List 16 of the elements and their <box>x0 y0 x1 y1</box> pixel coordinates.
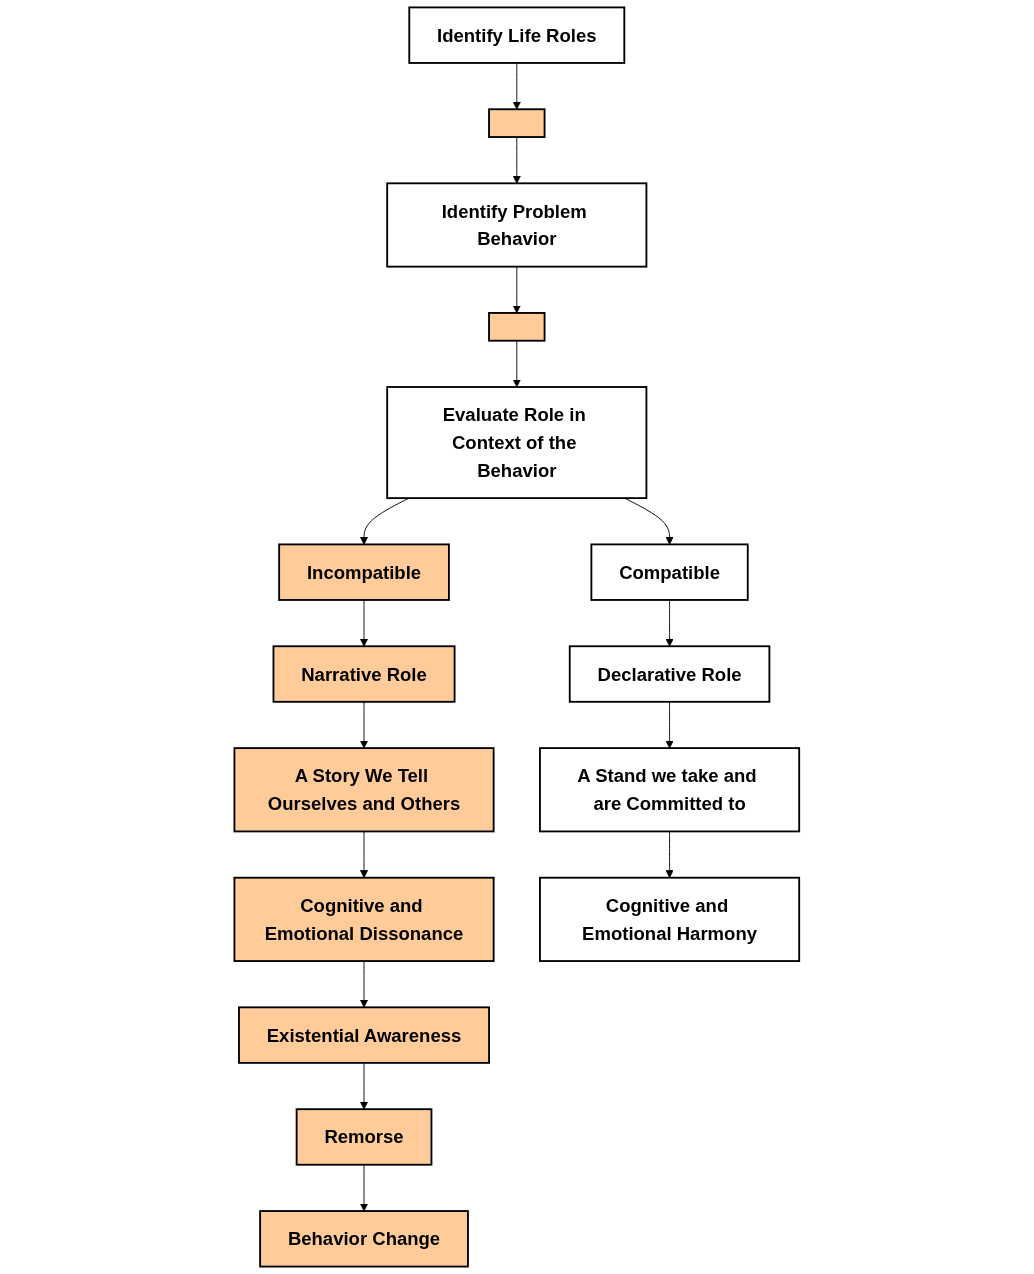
node-box: Incompatible <box>278 543 451 601</box>
node-box: Cognitive and Emotional Dissonance <box>233 876 495 962</box>
node-box <box>488 312 546 342</box>
node-box: Declarative Role <box>569 645 771 703</box>
node-box: A Stand we take and are Committed to <box>539 747 801 833</box>
node-box: Remorse <box>295 1108 433 1166</box>
node-box <box>488 108 546 138</box>
node-box: Identify Life Roles <box>408 6 626 64</box>
node-box: Existential Awareness <box>238 1006 491 1064</box>
node-box: Identify Problem Behavior <box>386 182 648 268</box>
node-box: Evaluate Role in Context of the Behavior <box>386 386 648 500</box>
node-box: Cognitive and Emotional Harmony <box>539 876 801 962</box>
node-box: Compatible <box>590 543 749 601</box>
node-box: Narrative Role <box>272 645 456 703</box>
node-box: A Story We Tell Ourselves and Others <box>233 747 495 833</box>
node-box: Behavior Change <box>259 1210 470 1268</box>
